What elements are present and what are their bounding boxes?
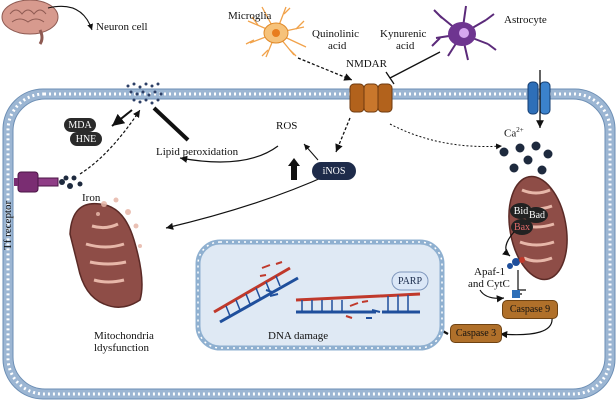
nmdar-to-ca-arrow <box>389 123 503 150</box>
ros-to-lipid-arrow <box>179 145 279 163</box>
brain-to-neuron-arrow <box>47 5 93 31</box>
increase-arrow-icon <box>288 158 300 180</box>
quinolinic-arrow <box>297 57 353 81</box>
caspase3-box: Caspase 3 <box>450 324 502 343</box>
lipid-peroxidation-label: Lipid peroxidation <box>156 146 239 158</box>
caspase9-box: Caspase 9 <box>502 300 558 319</box>
neuron-cell-label: Neuron cell <box>96 21 148 33</box>
ros-label: ROS <box>276 120 298 132</box>
inos-to-mito-arrow <box>165 173 331 230</box>
mitochondrion-left <box>69 197 143 308</box>
inos-to-ros-arrow <box>303 143 319 161</box>
nmdar-channel <box>349 83 393 113</box>
bad-text: Bad <box>528 209 546 221</box>
apaf-link <box>517 270 526 291</box>
mda-text: MDA <box>68 119 92 131</box>
quinolinic-acid-label-1: Quinolinic <box>312 28 360 40</box>
calcium-label: Ca2+ <box>504 124 524 140</box>
dna-damage-label: DNA damage <box>268 330 329 342</box>
nmdar-to-inos-arrow <box>335 117 351 153</box>
cell-membrane <box>2 88 616 400</box>
parp-pill <box>391 271 429 291</box>
bad-pill <box>524 207 548 223</box>
apaf-complex-icon <box>507 257 525 269</box>
mito-dysfunction-label-1: Mitochondria <box>94 330 154 342</box>
nucleus <box>195 239 445 351</box>
inos-text: iNOS <box>322 165 346 177</box>
hne-pill <box>70 132 102 146</box>
iron-label: Iron <box>82 192 101 204</box>
microglia-icon <box>245 6 307 58</box>
bid-text: Bid <box>513 205 529 217</box>
bax-pill <box>511 219 533 235</box>
apaf-label-2: and CytC <box>468 278 510 290</box>
apaf-to-caspase9-arrow <box>479 290 522 298</box>
bax-text: Bax <box>513 221 531 233</box>
iron-to-lipid-arrow <box>79 109 141 175</box>
apaf-label-1: Apaf-1 <box>474 266 506 278</box>
iron-transport-dots <box>126 82 163 105</box>
microglia-label: Microglia <box>228 10 272 22</box>
astrocyte-label: Astrocyte <box>504 14 547 26</box>
kynurenic-inhibition <box>385 51 441 85</box>
parp-text: PARP <box>397 275 423 287</box>
mda-pill <box>64 118 96 132</box>
quinolinic-acid-label-2: acid <box>328 40 347 52</box>
inos-pill <box>312 162 356 180</box>
to-apaf-arrow <box>502 231 515 257</box>
kynurenic-acid-label-2: acid <box>396 40 415 52</box>
hne-text: HNE <box>75 133 97 145</box>
calcium-charge: 2+ <box>516 126 524 134</box>
kynurenic-acid-label-1: Kynurenic <box>380 28 427 40</box>
dna-fragments <box>259 261 381 319</box>
nmdar-label: NMDAR <box>346 58 387 70</box>
lipid-peroxidation-bar <box>152 106 190 142</box>
calcium-symbol: Ca <box>504 127 517 140</box>
tf-receptor <box>14 171 59 193</box>
mitochondrion-right <box>508 175 568 281</box>
mito-dysfunction-label-2: ldysfunction <box>94 342 149 354</box>
calcium-channel <box>527 81 551 115</box>
astrocyte-icon <box>431 5 497 61</box>
tf-receptor-label: Tf receptor <box>2 200 14 250</box>
calcium-dots <box>499 141 553 175</box>
caspase9-to-caspase3-arrow <box>499 317 553 339</box>
dna-strand-right <box>295 292 421 314</box>
dna-strand-left <box>213 266 299 324</box>
brain-icon <box>1 0 59 45</box>
iron-dots <box>59 175 83 189</box>
apaf-square <box>512 290 520 298</box>
to-mda-arrow <box>111 109 133 127</box>
